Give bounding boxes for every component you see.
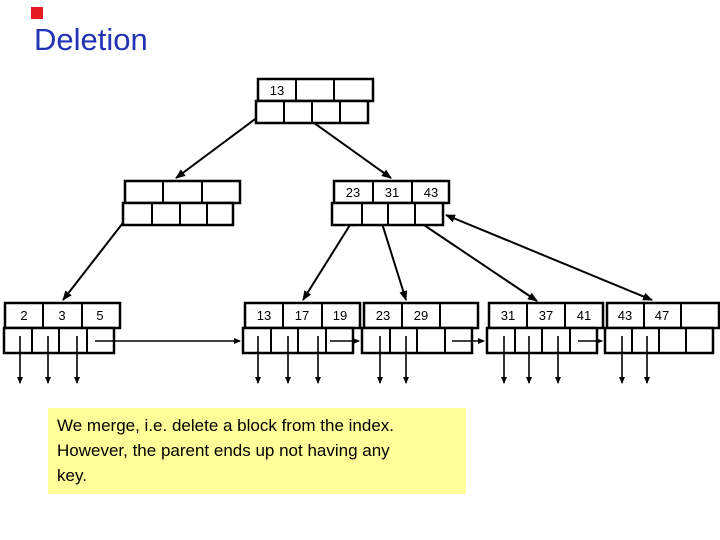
note-line: We merge, i.e. delete a block from the i… [57,416,395,435]
key-row [362,301,480,330]
note-line: However, the parent ends up not having a… [57,441,390,460]
leaf-node-4: 31 37 41 [485,301,605,384]
internal-node-left [121,179,242,227]
node-key: 41 [577,308,591,323]
node-key: 3 [58,308,65,323]
edge-rightinternal-to-leaf5 [445,214,653,301]
note-line: key. [57,466,87,485]
note-box: We merge, i.e. delete a block from the i… [48,408,466,494]
leaf-node-5: 43 47 [603,301,720,384]
node-key: 47 [655,308,669,323]
edge-rightinternal-to-leaf2 [302,216,356,301]
node-key: 23 [346,185,360,200]
node-key: 31 [501,308,515,323]
key-row [605,301,720,330]
edge-leftinternal-to-leaf1 [62,209,134,301]
node-key: 13 [257,308,271,323]
node-key: 19 [333,308,347,323]
edge-rightinternal-to-leaf4 [411,216,538,302]
key-row [243,301,362,330]
key-row [123,179,242,205]
node-key: 17 [295,308,309,323]
key-row [487,301,605,330]
edge-rightinternal-to-leaf3 [378,216,408,301]
node-key: 2 [20,308,27,323]
edge-root-to-left-internal [175,107,271,179]
node-key: 43 [424,185,438,200]
page-title: Deletion [34,22,148,57]
pointer-row [121,201,235,227]
leaf-node-3: 23 29 [360,301,485,384]
node-key: 5 [96,308,103,323]
slide-bullet [31,7,43,19]
leaf-node-2: 13 17 19 [241,301,362,384]
node-key: 29 [414,308,428,323]
node-key: 13 [270,83,284,98]
leaf-node-1: 2 3 5 [2,301,241,384]
node-key: 23 [376,308,390,323]
node-key: 43 [618,308,632,323]
internal-node-right: 23 31 43 [330,179,451,227]
node-key: 37 [539,308,553,323]
root-node: 13 [254,77,375,125]
node-key: 31 [385,185,399,200]
